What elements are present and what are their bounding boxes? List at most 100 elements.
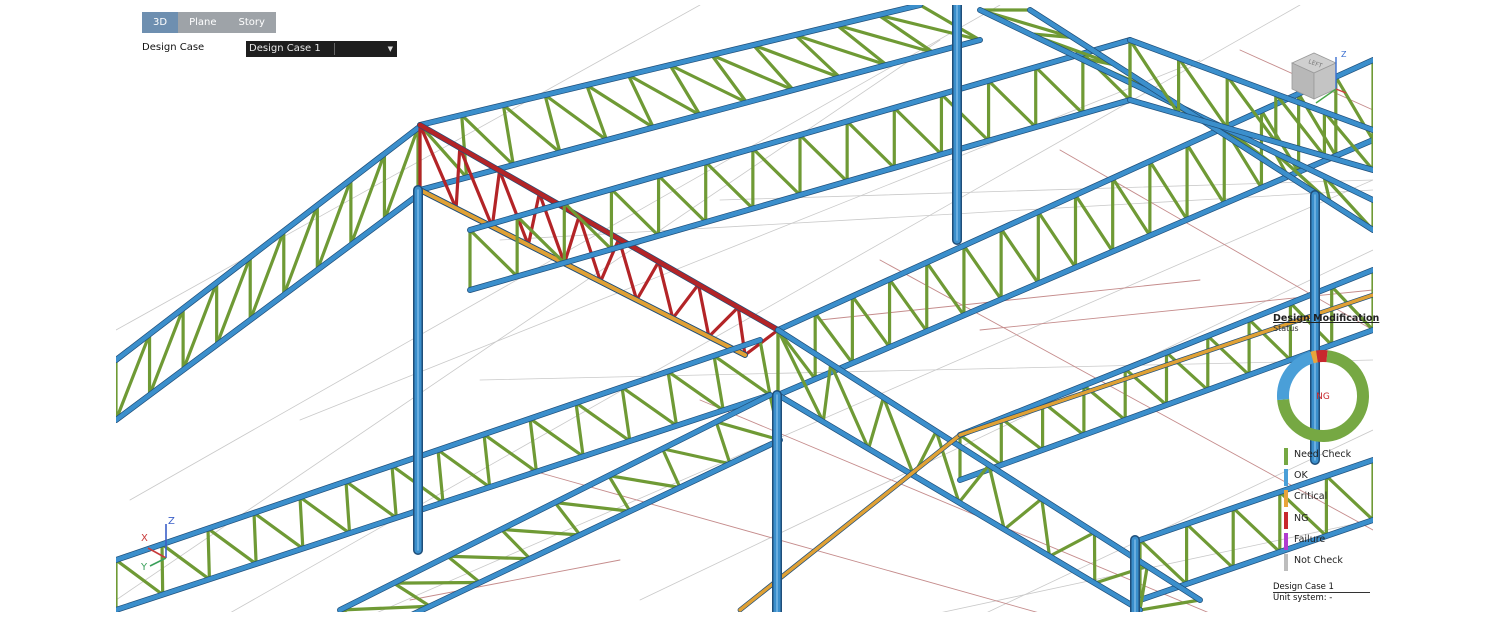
truss-ng-vertical [707,305,740,339]
truss-c-diagonal [1111,176,1152,238]
truss-g-diagonal [1330,284,1373,332]
truss-ng-diagonal [577,214,603,284]
truss-ng-diagonal [418,123,458,210]
donut-slice-critical [1310,350,1318,364]
truss-g-diagonal [1164,350,1210,392]
truss-f-diagonal [607,474,682,490]
truss-i-diagonal [987,463,1006,531]
truss-b-diagonal [382,126,420,222]
truss-a-diagonal [460,113,515,167]
truss-a-vertical [501,103,515,167]
truss-f-vertical [445,554,482,585]
truss-a-vertical [710,53,749,105]
truss-h-diagonal [1231,506,1282,554]
legend-subtitle: Status [1273,324,1299,333]
truss-d-diagonal [892,106,944,156]
truss-a-diagonal [876,13,982,42]
truss-k-diagonal [1322,110,1373,172]
truss-e-diagonal [252,511,305,551]
truss-f-vertical [392,581,432,608]
model-viewport[interactable] [116,5,1373,612]
truss-c-bottom-chord [775,137,1373,398]
truss-k-diagonal [1128,38,1181,116]
truss-f-diagonal [499,527,582,537]
truss-c-top-chord [775,57,1373,333]
chevron-down-icon: ▼ [387,45,393,53]
truss-k-bottom-chord [1127,97,1373,173]
truss-a-vertical [751,43,795,92]
truss-e-vertical [344,479,352,535]
legend-swatch [1284,490,1288,508]
truss-c-diagonal [887,277,929,333]
donut-center-label: NG [1316,392,1330,402]
truss-g-top-chord [957,267,1373,438]
truss-g-diagonal [1040,400,1086,437]
truss-e-vertical [436,448,445,505]
legend-swatch [1284,511,1288,529]
legend-label: OK [1294,470,1308,482]
truss-a-diagonal [835,23,935,55]
truss-i-diagonal [1040,497,1052,558]
truss-e-vertical [620,385,632,443]
truss-g-diagonal [958,433,1003,467]
truss-d-diagonal [1034,65,1085,116]
truss-e-top-chord [116,337,763,563]
x-axis-line [1335,88,1347,94]
truss-e-vertical [298,495,305,551]
truss-a-diagonal [668,63,749,105]
truss-d-diagonal [986,79,1038,129]
truss-k-diagonal [1274,92,1327,158]
design-case-dropdown[interactable]: Design Case 1 ▼ [246,41,397,57]
truss-e-vertical [252,511,258,566]
truss-b-diagonal [116,332,152,422]
truss-c-diagonal [925,260,966,317]
tab-plane[interactable]: Plane [178,12,228,33]
tab-story[interactable]: Story [227,12,276,33]
legend-swatch [1284,448,1288,465]
grid-line [639,249,1373,601]
truss-d-diagonal [751,146,802,197]
truss-e-vertical [206,526,212,581]
design-case-label: Design Case [142,42,205,53]
truss-c-diagonal [813,311,854,365]
view-mode-tabs: 3D Plane Story [142,12,276,33]
truss-d-bottom-chord [467,97,1133,293]
truss-f-diagonal [338,604,432,612]
truss-c-diagonal [962,244,1003,301]
truss-a-bottom-chord [417,37,983,193]
truss-d-diagonal [704,160,755,211]
truss-a-vertical [835,23,889,67]
truss-i-diagonal [934,429,961,505]
truss-e-diagonal [620,385,679,428]
truss-d-top-chord [467,37,1133,233]
axis-z-label: Z [168,516,175,527]
truss-f-bottom-chord [412,437,783,612]
truss-b-diagonal [248,229,286,322]
truss-i-vertical [866,395,886,451]
status-legend: Design Modification Status [1273,313,1379,333]
truss-e-vertical [712,354,725,412]
truss-a-diagonal [585,83,655,130]
truss-i-top-chord [775,327,1203,603]
truss-g-diagonal [999,416,1045,452]
truss-c-diagonal [1148,159,1189,222]
view-cube[interactable]: LEFT Z [1286,47,1350,111]
truss-e-diagonal [206,526,258,566]
truss-e-vertical [482,432,492,489]
tab-3d[interactable]: 3D [142,12,179,33]
truss-model-scene [116,5,1373,612]
truss-i-vertical [1002,497,1044,531]
truss-b-diagonal [349,152,387,247]
truss-e-diagonal [344,479,398,520]
truss-d-diagonal [656,174,708,224]
truss-f-vertical [553,500,582,537]
truss-a-vertical [793,33,842,80]
truss-f-diagonal [392,580,482,585]
truss-i-vertical [957,463,991,505]
truss-e-diagonal [482,432,539,474]
truss-i-bottom-chord [775,392,1143,612]
truss-c-diagonal [1185,142,1226,206]
legend-swatch [1284,532,1288,550]
truss-h-diagonal [1324,474,1373,522]
view-cube-face-label: LEFT [1307,58,1323,70]
